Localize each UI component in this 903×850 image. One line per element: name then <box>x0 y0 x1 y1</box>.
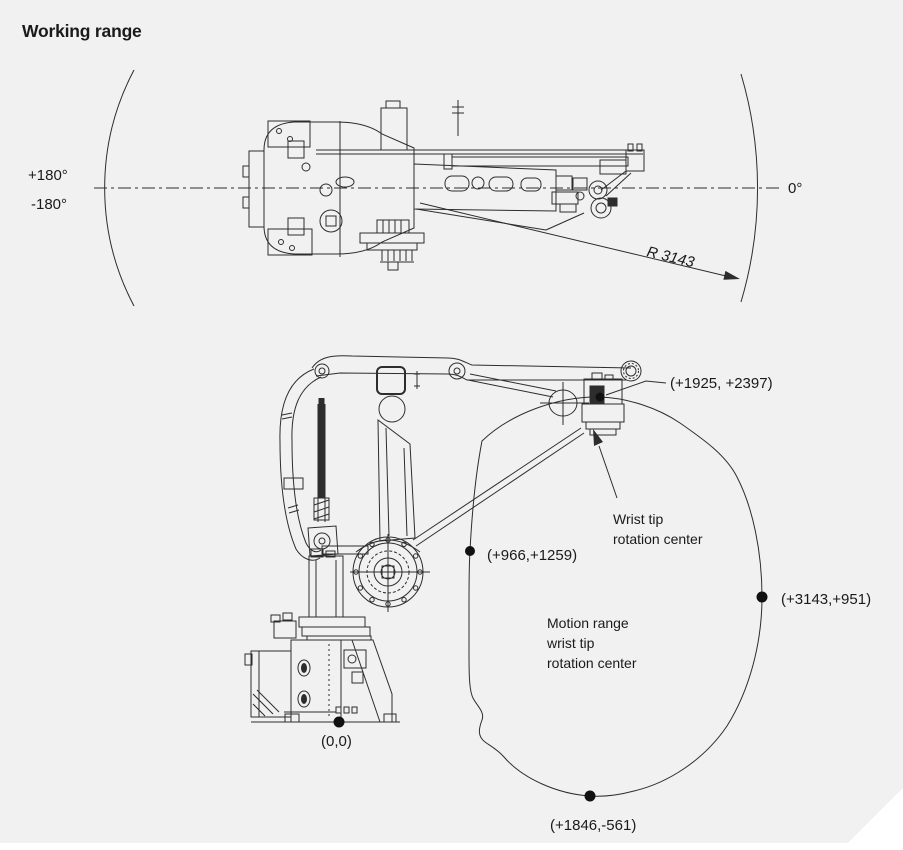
radius-arrowhead <box>723 270 740 280</box>
label-zero-deg: 0° <box>788 180 802 197</box>
label-point-front-upper: (+966,+1259) <box>487 547 577 564</box>
leader-wrist-position <box>605 380 667 396</box>
dot-bottom-point <box>584 790 596 802</box>
side-view: (+1925, +2397) (+966,+1259) (+3143,+951)… <box>244 355 871 834</box>
dot-origin <box>333 716 345 728</box>
label-origin: (0,0) <box>321 733 352 750</box>
wrist-tip-arrowhead <box>593 429 603 446</box>
rear-sweep-arc <box>104 69 135 307</box>
reach-arc <box>740 73 759 303</box>
dot-max-reach-point <box>756 591 768 603</box>
label-point-bottom: (+1846,-561) <box>550 817 636 834</box>
dot-front-upper-point <box>465 546 475 556</box>
label-minus-180: -180° <box>31 196 67 213</box>
motion-envelope <box>468 396 763 797</box>
top-view-robot-art <box>242 100 645 271</box>
label-point-max-reach: (+3143,+951) <box>781 591 871 608</box>
label-reach-radius: R 3143 <box>645 243 697 271</box>
dot-wrist-position <box>595 392 605 402</box>
page-title: Working range <box>22 21 142 41</box>
caption-motion-line3: rotation center <box>547 655 637 671</box>
caption-motion-line2: wrist tip <box>546 635 595 651</box>
side-view-robot-art <box>244 355 642 723</box>
label-plus-180: +180° <box>28 167 68 184</box>
radius-leader <box>419 202 727 277</box>
wrist-tip-arrow-line <box>598 445 618 499</box>
top-view: +180° -180° 0° R 3143 <box>28 69 802 307</box>
caption-wrist-tip-line1: Wrist tip <box>613 511 664 527</box>
caption-wrist-tip-line2: rotation center <box>613 531 703 547</box>
caption-motion-line1: Motion range <box>547 615 629 631</box>
label-wrist-position: (+1925, +2397) <box>670 375 773 392</box>
